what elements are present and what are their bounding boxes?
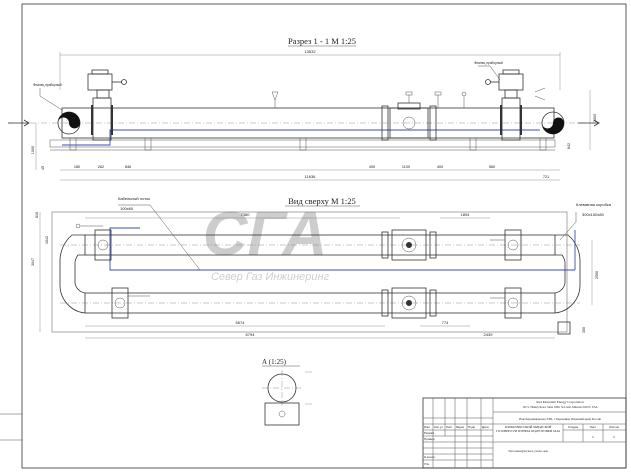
watermark: СГА Север Газ Инжинеринг: [203, 200, 330, 283]
drawing-title: БЛОКИ ВЫСОКОЙ ЗАВОДСКОЙ ГОТОВНОСТИ ПУНКТ…: [496, 425, 560, 433]
dim-bottom-3: 846: [125, 165, 131, 169]
cable-tray: [109, 250, 575, 271]
section-view-title: Разрез 1 - 1 М 1:25: [288, 36, 356, 46]
callout-cable-channel-size: 100х60: [120, 206, 134, 211]
dim-overall-bottom: 11636: [305, 174, 317, 179]
dim-lower-b: 774: [442, 320, 449, 325]
meter-bottom: [381, 287, 437, 319]
sheet-frame: [21, 3, 627, 469]
rev-col-date: Дата: [482, 425, 489, 429]
dim-right-v1: 2500: [595, 271, 599, 279]
dim-left-v2: 1042: [45, 236, 49, 244]
dim-bottom-8: 721: [543, 175, 549, 179]
sheet-subject: Узел коммерческого учета газа: [508, 449, 548, 453]
dim-bottom-7: 560: [489, 165, 495, 169]
valve-actuator-left: [87, 69, 127, 141]
rev-col-qty: Кол.уч: [434, 425, 443, 429]
dim-lower-total: 6794: [246, 332, 256, 337]
dim-height-left: 1000: [31, 146, 35, 154]
dim-bottom-4: 400: [369, 165, 375, 169]
company-name: Red Mountain Energy Corporation: [536, 400, 584, 404]
dim-top-total-left: 7380: [241, 212, 251, 217]
top-view: 7380 1894: [31, 196, 612, 339]
callout-instrument-right: Фланец приборный: [474, 61, 503, 65]
col-sheets: Листов: [609, 425, 619, 429]
dim-small-left: 45: [41, 166, 45, 170]
cable-trace: [62, 129, 540, 146]
rev-col-sign: Подп.: [468, 425, 476, 429]
watermark-main: СГА: [203, 200, 327, 269]
callout-instrument-left: Фланец приборный: [33, 83, 62, 87]
watermark-sub: Север Газ Инжинеринг: [211, 271, 330, 283]
gas-meter: [381, 91, 437, 141]
dim-bottom-6: 400: [437, 165, 443, 169]
col-sheet: Лист: [590, 425, 597, 429]
company-address: 101 S. Hanley Road, Suite 1060, St.Louis…: [522, 405, 598, 409]
dim-top-segment-right: 1894: [461, 212, 471, 217]
dim-bottom-1: 180: [74, 165, 80, 169]
col-stage: Стадия: [568, 425, 579, 429]
skid-frame: [49, 139, 556, 148]
meter-top: [381, 229, 437, 261]
junction-box: [557, 321, 571, 335]
flow-arrow-icon: [23, 119, 30, 127]
dim-lower-right: 2439: [484, 332, 494, 337]
lower-pipe: [84, 292, 556, 314]
sheets-total: 1: [613, 435, 615, 439]
dim-left-v1: 810: [35, 212, 39, 218]
title-block: Изм. Кол.уч Лист №док Подп. Дата Разраб.…: [422, 397, 627, 469]
dim-height-right-low: 642: [567, 143, 571, 149]
dim-right-v2: 350: [582, 327, 586, 333]
callout-cable-channel-title: Кабельный лоток: [118, 196, 150, 201]
detail-title: А (1:25): [262, 358, 287, 366]
u-bend-left: [59, 234, 86, 314]
valve-top-left: [75, 223, 112, 261]
valve-bottom-right: [490, 287, 522, 319]
role-approved: Утв.: [424, 462, 430, 466]
callout-junction-box-size: 300х150х80: [582, 212, 605, 217]
rev-col-change: Изм.: [424, 425, 431, 429]
role-checker: Провер.: [424, 437, 435, 441]
u-bend-right: [554, 234, 581, 314]
rev-col-sheet: Лист: [446, 425, 453, 429]
callout-junction-box-title: Клеммная коробка: [576, 202, 612, 207]
dim-bottom-2: 262: [98, 165, 104, 169]
valve-actuator-right: [485, 69, 546, 141]
section-view: 13532: [8, 49, 600, 181]
dim-height-right: 2300: [593, 114, 597, 122]
role-norm: Н.контр.: [424, 455, 436, 459]
dim-lower-a: 5674: [236, 320, 246, 325]
valve-bottom-left: [111, 287, 150, 319]
valve-top-right: [490, 229, 522, 261]
dim-bottom-5: 1100: [402, 165, 410, 169]
flow-arrow-icon: [593, 119, 600, 127]
top-view-title: Вид сверху М 1:25: [288, 196, 356, 206]
sheet-number: 1: [592, 435, 594, 439]
detail-a: А (1:25): [262, 358, 312, 426]
dim-left-v3: 3047: [31, 258, 35, 266]
rev-col-doc: №док: [456, 425, 465, 429]
site-name: Новоберезниковская ТЭЦ, г. Березники, Пе…: [519, 417, 601, 422]
role-developer: Разраб.: [424, 431, 435, 435]
dim-overall-top: 13532: [304, 49, 316, 54]
skid-outline: [51, 211, 568, 333]
drawing-title-box: БЛОКИ ВЫСОКОЙ ЗАВОДСКОЙ ГОТОВНОСТИ ПУНКТ…: [496, 425, 560, 433]
